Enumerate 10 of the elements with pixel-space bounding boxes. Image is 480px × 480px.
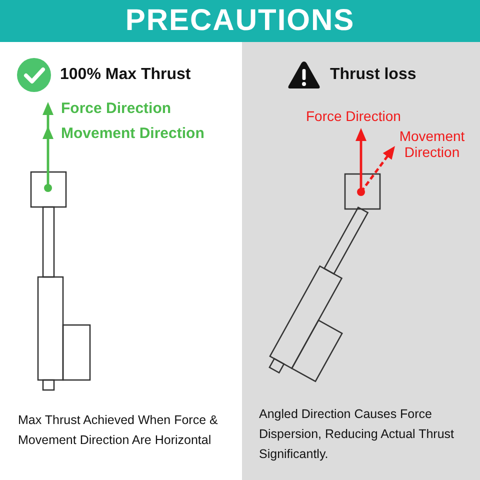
title-text: PRECAUTIONS (125, 4, 355, 38)
direction-label: Force Direction (306, 107, 401, 125)
direction-label: Movement Direction (61, 124, 204, 144)
direction-label: Movement Direction (398, 128, 466, 160)
panel-heading: 100% Max Thrust (60, 65, 191, 85)
panel-heading: Thrust loss (330, 65, 416, 85)
caption-text: Angled Direction Causes Force Dispersion, Reducing Actual Thrust Significantly. (259, 406, 456, 463)
caption-text: Max Thrust Achieved When Force & Movement Direction Are Horizontal (18, 412, 219, 449)
info-panel (242, 42, 480, 480)
direction-label: Force Direction (61, 99, 172, 119)
